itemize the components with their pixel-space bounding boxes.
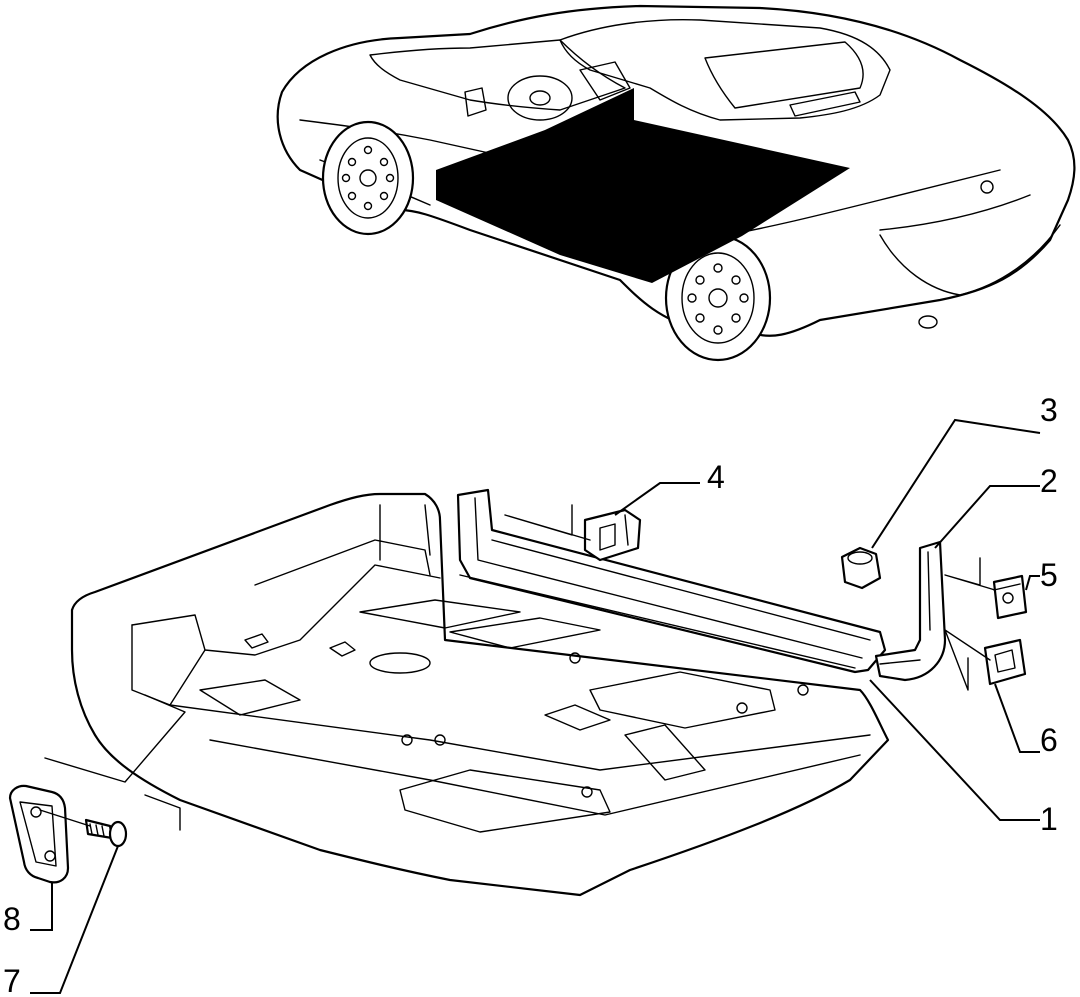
- part-5-clip-nut: [992, 574, 1028, 620]
- part-8-pad: [8, 784, 70, 884]
- part-1-sill-trim: [456, 488, 887, 674]
- callout-7: 7: [3, 963, 21, 997]
- highlighted-floor-area: [436, 88, 850, 283]
- part-3-nut: [840, 546, 882, 590]
- callout-6: 6: [1040, 722, 1058, 758]
- part-6-clip: [983, 638, 1027, 686]
- car-illustration: [276, 4, 1076, 362]
- leader-lines: [30, 418, 1041, 994]
- part-4-clip: [583, 508, 642, 562]
- floor-pan: [70, 492, 890, 897]
- callout-5: 5: [1040, 557, 1058, 593]
- part-7-screw: [84, 818, 128, 848]
- callout-3: 3: [1040, 392, 1058, 428]
- part-2-bracket: [874, 540, 947, 682]
- callout-labels: 1 2 3 4 5 6 7 8: [3, 392, 1058, 997]
- callout-8: 8: [3, 901, 21, 937]
- callout-4: 4: [707, 459, 725, 495]
- callout-1: 1: [1040, 801, 1058, 837]
- callout-2: 2: [1040, 463, 1058, 499]
